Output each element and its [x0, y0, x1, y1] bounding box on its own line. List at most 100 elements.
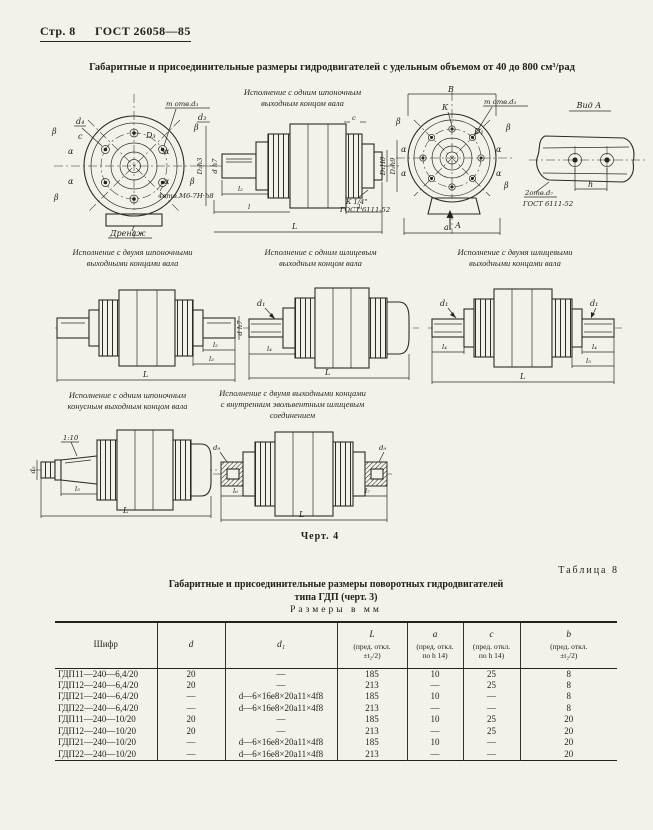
- table-cell: 10: [406, 691, 463, 703]
- side-view-cone-key-drawing: 1:10 d₅ l₅ L: [29, 429, 217, 518]
- execution-caption-internal-spline: Исполнение с двумя выходными концами с в…: [219, 388, 366, 421]
- keyed-shaft: [56, 317, 90, 339]
- table-cell: ГДП12—240—6,4/20: [58, 679, 139, 690]
- table-cell: 213: [336, 725, 407, 737]
- dim-label-d4: d₄: [76, 117, 84, 126]
- table-cell: 20: [156, 668, 225, 680]
- table-cell: 20: [156, 725, 225, 737]
- dim-label-l4: l₄: [592, 343, 597, 351]
- page-number: Стр. 8: [40, 24, 76, 38]
- table-cell: ГДП12—240—10/20: [58, 725, 137, 736]
- dim-label-alpha: α: [401, 145, 407, 154]
- execution-caption-one-key: Исполнение с одним шпоночным выходным ко…: [243, 87, 362, 109]
- table-cell: 20: [519, 725, 617, 737]
- table-cell: 213: [336, 702, 407, 714]
- table-cell: d—6×16e8×20a11×4f8: [224, 702, 337, 714]
- table-cell: 8: [519, 668, 617, 680]
- dim-label-beta: β: [189, 177, 195, 186]
- dim-label-l3: l₃: [209, 355, 214, 363]
- motor-body: [118, 289, 176, 367]
- table-cell: —: [224, 725, 337, 737]
- holes-note-4otv: 4отв.М6-7Н·h8: [157, 192, 214, 200]
- dim-label-d1: d₁: [440, 299, 448, 308]
- table-cell: —: [156, 737, 225, 749]
- col-header-a: a (пред. откл. по h 14): [406, 622, 463, 669]
- table-cell: 20: [519, 737, 617, 749]
- table-cell: 20: [156, 714, 225, 726]
- execution-caption-two-keys: Исполнение с двумя шпоночными выходными …: [72, 247, 193, 269]
- bolt-holes: [419, 125, 485, 191]
- col-header-b: b (пред. откл. ±t₂/2): [519, 622, 617, 669]
- table-cell: 185: [336, 737, 407, 749]
- table-cell: —: [406, 725, 463, 737]
- dim-label-l6: l₆: [233, 487, 238, 495]
- col-header-shifr: Шифр: [55, 622, 157, 669]
- side-view-two-keys-drawing: d h7 l₂ l₃ L: [55, 289, 244, 382]
- dim-label-B: В: [447, 85, 454, 94]
- dim-label-l: l: [248, 203, 250, 211]
- table-title: Габаритные и присоединительные размеры п…: [168, 579, 504, 603]
- splined-shaft: [248, 318, 284, 338]
- table-number-label: Таблица 8: [558, 565, 619, 576]
- end-cap: [386, 301, 410, 355]
- dim-label-d9: d₉: [213, 444, 220, 452]
- dim-label-D2h3: D₂h3: [196, 158, 204, 176]
- keyed-shaft: [202, 317, 236, 339]
- table-cell: d—6×16e8×20a11×4f8: [224, 691, 337, 703]
- dim-label-l5: l₅: [586, 357, 591, 365]
- dim-label-alpha: α: [68, 147, 74, 156]
- dim-label-L: L: [519, 372, 525, 381]
- table-cell: 25: [462, 725, 520, 737]
- view-direction-label-A: А: [454, 221, 461, 230]
- table-cell: —: [156, 702, 225, 714]
- dim-label-D3: D₃: [145, 131, 156, 140]
- dim-label-beta: β: [503, 181, 509, 190]
- dim-label-L: L: [298, 510, 304, 519]
- table-cell: 20: [519, 748, 617, 760]
- mount-foot: [427, 197, 481, 215]
- dim-label-dh7: d h7: [211, 158, 219, 174]
- col-header-d: d: [156, 622, 225, 669]
- dim-label-alpha: α: [68, 177, 74, 186]
- dim-label-alpha: α: [401, 169, 407, 178]
- table-cell: 185: [336, 714, 407, 726]
- table-cell: ГДП22—240—10/20: [58, 748, 137, 759]
- document-number: ГОСТ 26058—85: [95, 24, 191, 38]
- dim-label-a: a: [444, 223, 449, 232]
- table-cell: ГДП21—240—10/20: [58, 737, 137, 748]
- dim-label-L: L: [324, 368, 330, 377]
- side-view-internal-spline-drawing: d₉ d₉ l₆ l₇ L: [213, 431, 395, 522]
- dim-label-alpha: α: [496, 145, 502, 154]
- dim-label-L: L: [291, 222, 297, 231]
- dim-label-c1: c: [352, 114, 356, 122]
- table-cell: 25: [462, 714, 520, 726]
- execution-caption-one-spline: Исполнение с одним шлицевым выходным кон…: [264, 247, 377, 269]
- table-cell: 213: [336, 679, 407, 691]
- dim-label-c: c: [78, 132, 83, 141]
- dim-label-L: L: [122, 506, 128, 515]
- dim-label-d1: d₁: [590, 299, 598, 308]
- col-header-c: c (пред. откл. по h 14): [462, 622, 520, 669]
- dim-label-d5: d₅: [29, 466, 37, 473]
- splined-shaft: [431, 318, 465, 338]
- dim-label-beta: β: [51, 127, 57, 136]
- taper-label: 1:10: [63, 434, 79, 442]
- dim-label-l2: l₂: [238, 185, 243, 193]
- dim-label-L: L: [142, 370, 148, 379]
- dimensions-table: Шифр d d₁ L (пред. откл. ±t₂/2) a (пред.…: [55, 621, 617, 761]
- port-gost-label: ГОСТ 6111-52: [339, 206, 390, 214]
- dim-label-l4: l₄: [267, 345, 272, 353]
- table-cell: 20: [519, 714, 617, 726]
- table-cell: 8: [519, 679, 617, 691]
- dim-label-beta: β: [193, 123, 199, 132]
- holes-note-m: m отв.d₃: [166, 100, 199, 108]
- splined-shaft: [581, 318, 615, 338]
